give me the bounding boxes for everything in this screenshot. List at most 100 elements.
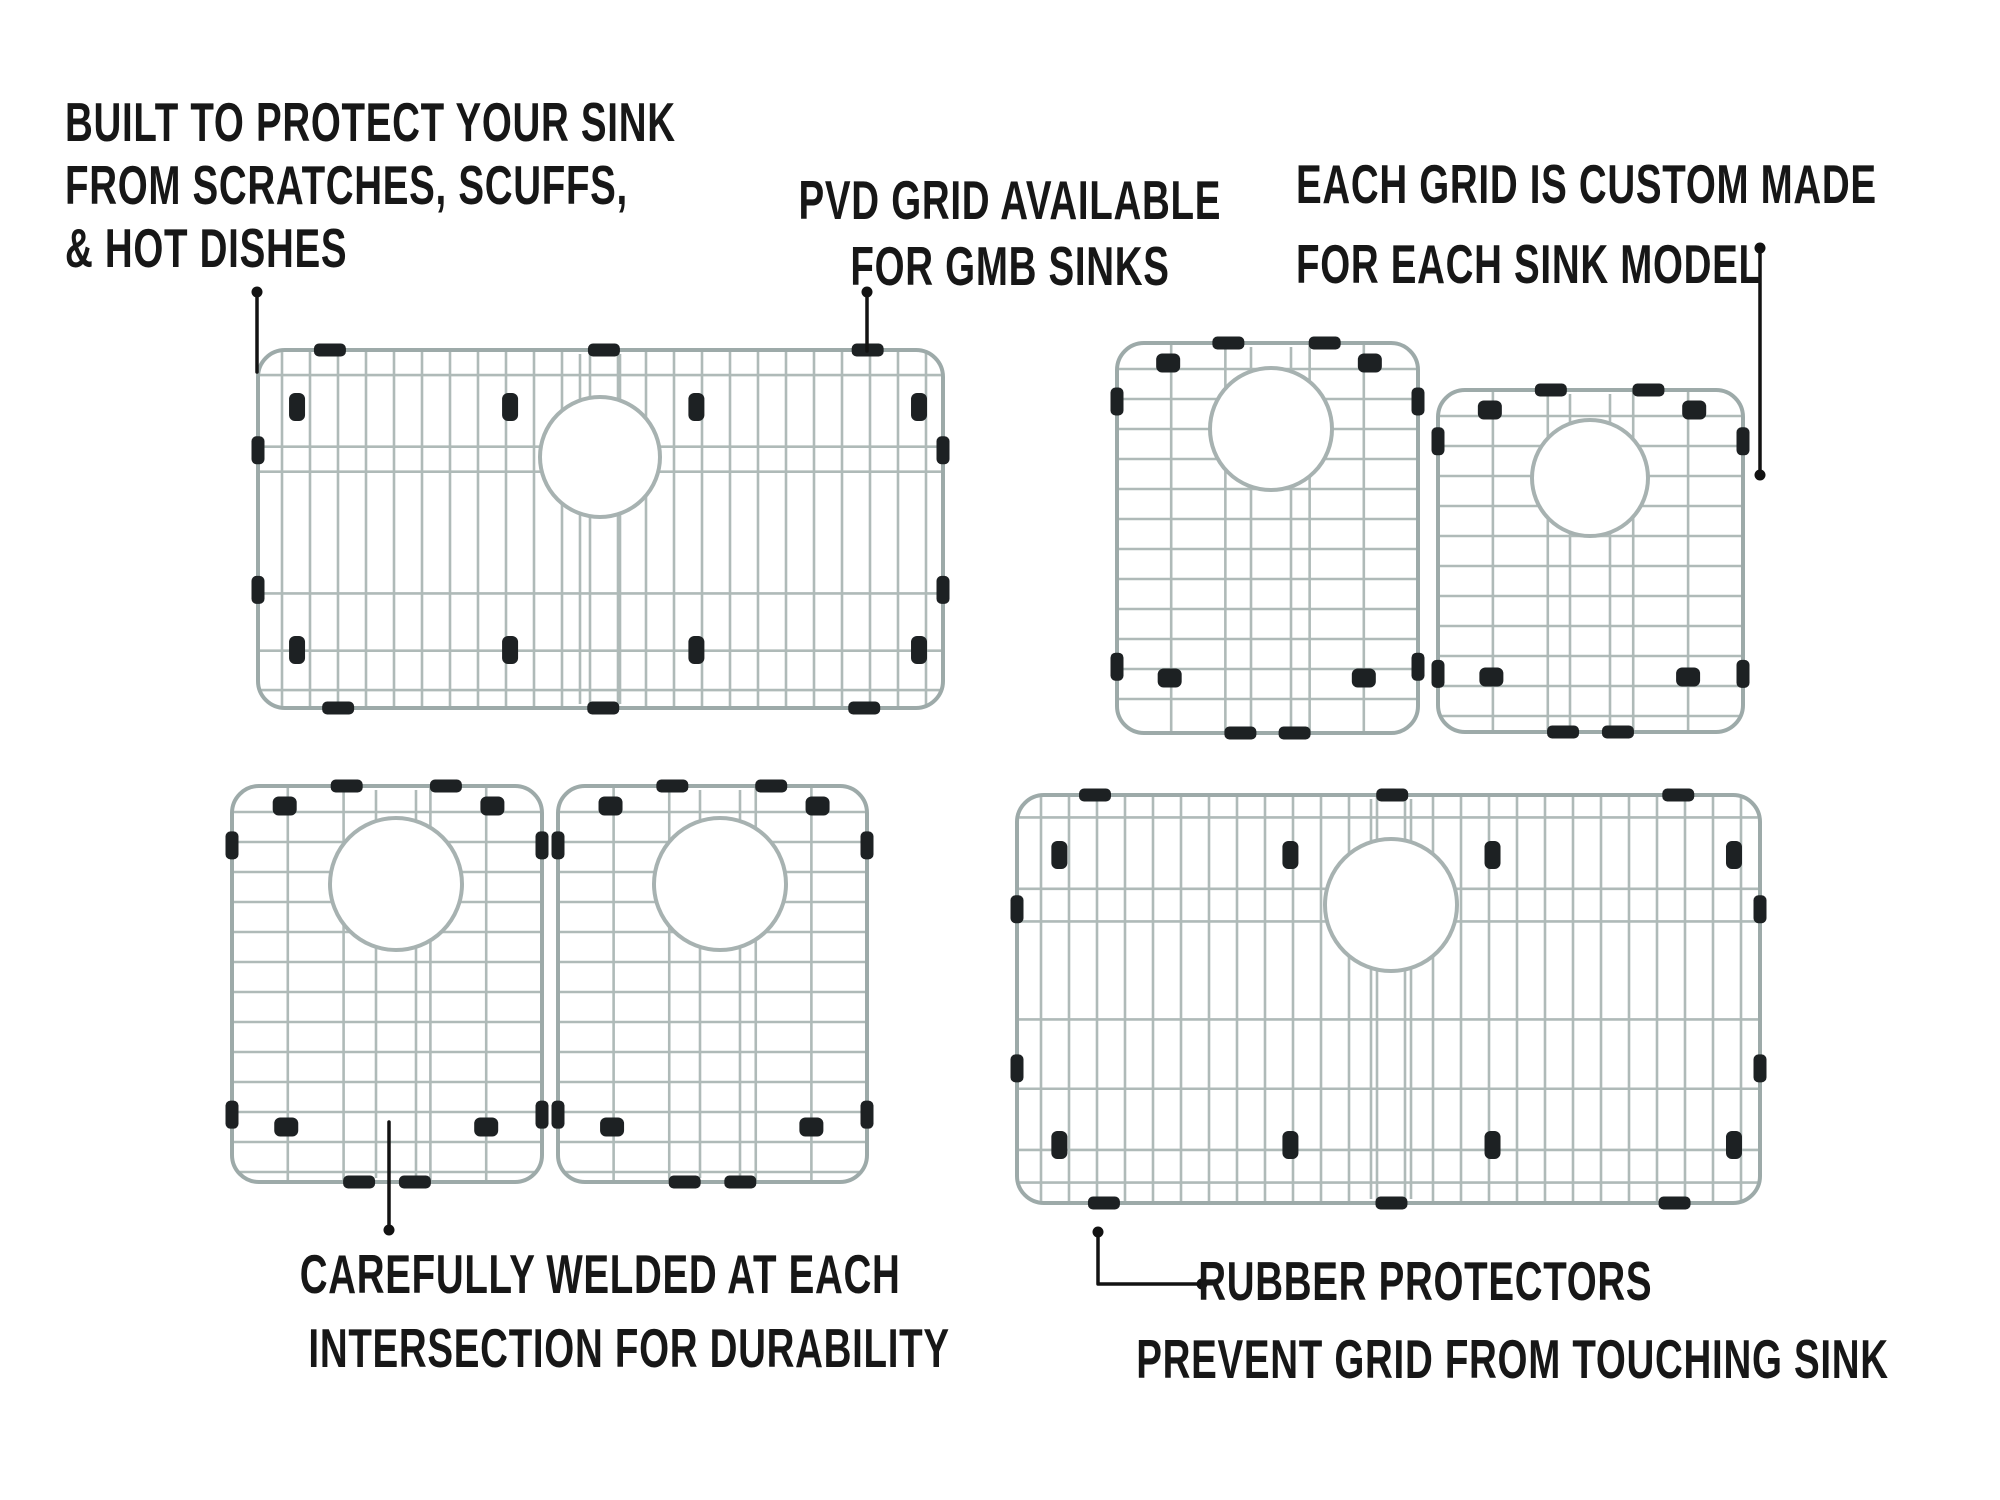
rubber-protector-foot bbox=[272, 796, 297, 816]
annotation-line: INTERSECTION FOR DURABILITY bbox=[308, 1317, 950, 1379]
annotation-line: CAREFULLY WELDED AT EACH bbox=[299, 1243, 901, 1305]
rubber-protector-foot bbox=[1725, 841, 1742, 869]
rubber-protector-foot bbox=[656, 779, 689, 793]
drain-hole bbox=[652, 816, 788, 952]
leader-rubber-protectors bbox=[1092, 1226, 1208, 1290]
annotation-line: RUBBER PROTECTORS bbox=[1198, 1250, 1652, 1312]
rubber-protector-foot bbox=[668, 1175, 701, 1189]
rubber-protector-foot bbox=[1157, 668, 1182, 688]
annotation-line: PREVENT GRID FROM TOUCHING SINK bbox=[1136, 1328, 1889, 1390]
rubber-protector-foot bbox=[1308, 336, 1341, 350]
rubber-protector-foot bbox=[1282, 841, 1299, 869]
annotation-line: BUILT TO PROTECT YOUR SINK bbox=[65, 91, 676, 153]
drain-hole bbox=[328, 816, 464, 952]
rubber-protector-foot bbox=[1212, 336, 1245, 350]
rubber-protector-foot bbox=[1479, 667, 1504, 687]
rubber-protector-foot bbox=[551, 1100, 565, 1129]
rubber-protector-foot bbox=[551, 831, 565, 860]
rubber-protector-foot bbox=[1110, 387, 1124, 416]
annotation-rubber-protectors: RUBBER PROTECTORS PREVENT GRID FROM TOUC… bbox=[975, 1242, 1889, 1398]
rubber-protector-foot bbox=[1662, 788, 1695, 802]
rubber-protector-foot bbox=[1484, 1131, 1501, 1159]
rubber-protector-foot bbox=[724, 1175, 757, 1189]
rubber-protector-foot bbox=[860, 1100, 874, 1129]
rubber-protector-foot bbox=[398, 1175, 431, 1189]
rubber-protector-foot bbox=[688, 636, 705, 664]
rubber-protector-foot bbox=[1411, 652, 1425, 681]
leader-dot bbox=[1196, 1278, 1208, 1290]
rubber-protector-foot bbox=[502, 636, 519, 664]
rubber-protector-foot bbox=[502, 393, 519, 421]
grid-equal-double-left bbox=[225, 779, 549, 1189]
grid-frame bbox=[556, 784, 869, 1184]
rubber-protector-foot bbox=[322, 701, 355, 715]
drain-hole bbox=[1530, 418, 1650, 538]
rubber-protector-foot bbox=[936, 436, 950, 465]
rubber-protector-foot bbox=[1156, 353, 1181, 373]
annotation-line: FOR EACH SINK MODEL bbox=[1296, 233, 1763, 295]
leader-dot bbox=[1754, 469, 1766, 481]
rubber-protector-foot bbox=[289, 393, 306, 421]
drain-hole bbox=[538, 395, 662, 519]
rubber-protector-foot bbox=[1411, 387, 1425, 416]
rubber-protector-foot bbox=[1601, 725, 1634, 739]
rubber-protector-foot bbox=[860, 831, 874, 860]
leader-built-to-protect bbox=[251, 286, 263, 374]
rubber-protector-foot bbox=[1087, 1196, 1120, 1210]
rubber-protector-foot bbox=[911, 636, 928, 664]
rubber-protector-foot bbox=[1676, 667, 1701, 687]
rubber-protector-foot bbox=[1547, 725, 1580, 739]
leader-pvd-grid bbox=[861, 286, 873, 353]
annotation-line: EACH GRID IS CUSTOM MADE bbox=[1296, 153, 1877, 215]
rubber-protector-foot bbox=[1051, 841, 1068, 869]
rubber-protector-foot bbox=[1725, 1131, 1742, 1159]
annotation-pvd-grid: PVD GRID AVAILABLE FOR GMB SINKS bbox=[660, 167, 1360, 299]
drain-hole bbox=[1323, 837, 1459, 973]
grid-offset-double-small bbox=[1431, 383, 1750, 739]
rubber-protector-foot bbox=[1224, 726, 1257, 740]
rubber-protector-foot bbox=[1375, 1196, 1408, 1210]
rubber-protector-foot bbox=[936, 575, 950, 604]
rubber-protector-foot bbox=[1753, 895, 1767, 924]
rubber-protector-foot bbox=[474, 1117, 499, 1137]
rubber-protector-foot bbox=[225, 1100, 239, 1129]
grid-single-bowl-bottom-right bbox=[1010, 788, 1767, 1210]
grid-offset-double-large bbox=[1110, 336, 1425, 740]
rubber-protector-foot bbox=[1376, 788, 1409, 802]
rubber-protector-foot bbox=[330, 779, 363, 793]
rubber-protector-foot bbox=[1431, 427, 1445, 456]
rubber-protector-foot bbox=[688, 393, 705, 421]
leader-dot bbox=[1754, 242, 1766, 254]
rubber-protector-foot bbox=[251, 575, 265, 604]
rubber-protector-foot bbox=[274, 1117, 299, 1137]
rubber-protector-foot bbox=[1351, 668, 1376, 688]
rubber-protector-foot bbox=[1051, 1131, 1068, 1159]
leader-carefully-welded bbox=[383, 1120, 395, 1236]
rubber-protector-foot bbox=[1736, 427, 1750, 456]
annotation-line: & HOT DISHES bbox=[65, 217, 348, 279]
rubber-protector-foot bbox=[480, 796, 505, 816]
rubber-protector-foot bbox=[1484, 841, 1501, 869]
rubber-protector-foot bbox=[587, 701, 620, 715]
rubber-protector-foot bbox=[1682, 400, 1707, 420]
leader-dot bbox=[251, 286, 263, 298]
rubber-protector-foot bbox=[1658, 1196, 1691, 1210]
annotation-carefully-welded: CAREFULLY WELDED AT EACH INTERSECTION FO… bbox=[171, 1237, 971, 1385]
annotation-custom-made: EACH GRID IS CUSTOM MADE FOR EACH SINK M… bbox=[1296, 144, 2000, 304]
rubber-protector-foot bbox=[848, 701, 881, 715]
leader-dot bbox=[861, 286, 873, 298]
rubber-protector-foot bbox=[1010, 895, 1024, 924]
rubber-protector-foot bbox=[289, 636, 306, 664]
rubber-protector-foot bbox=[799, 1117, 824, 1137]
grid-frame bbox=[230, 784, 544, 1184]
grid-frame bbox=[1436, 388, 1745, 734]
rubber-protector-foot bbox=[429, 779, 462, 793]
drain-hole bbox=[1208, 366, 1334, 492]
rubber-protector-foot bbox=[598, 796, 623, 816]
rubber-protector-foot bbox=[1282, 1131, 1299, 1159]
rubber-protector-foot bbox=[1010, 1054, 1024, 1083]
annotation-line: FOR GMB SINKS bbox=[850, 235, 1170, 297]
grid-single-bowl-top-left bbox=[251, 343, 950, 715]
